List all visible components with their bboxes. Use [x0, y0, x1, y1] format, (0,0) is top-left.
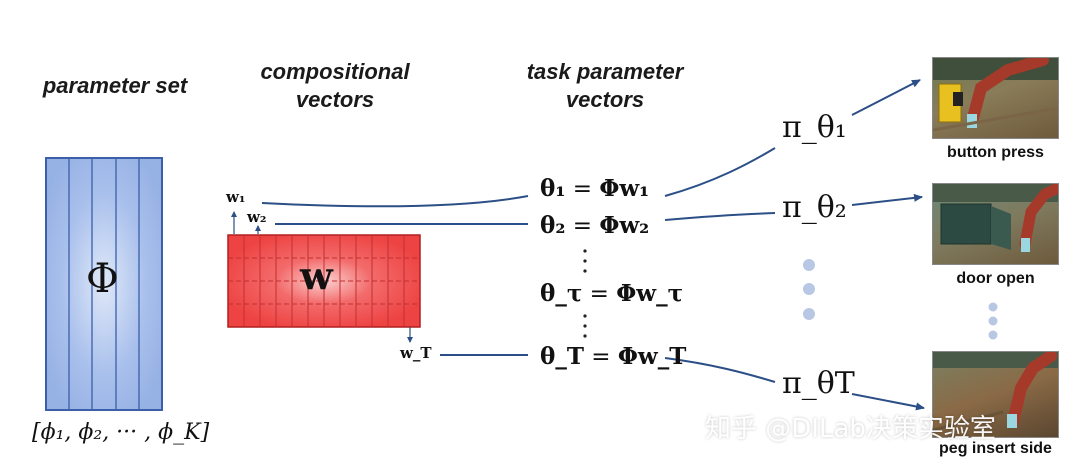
header-task-line1: task parameter [526, 59, 684, 84]
equals-sign: = [565, 213, 600, 239]
task-caption-button-press: button press [947, 144, 1044, 161]
policy-pi-theta2: π_θ₂ [782, 190, 847, 225]
w-symbol: w [300, 253, 333, 298]
w1-label: w₁ [226, 188, 246, 206]
phi-symbol: Φ [86, 256, 119, 302]
thetaT-rhs: Φw_T [617, 343, 687, 370]
equals-sign: = [582, 281, 617, 307]
policy-pi-theta1: π_θ₁ [782, 110, 847, 145]
w1-to-theta1-line [261, 195, 529, 208]
policy-ellipsis-dots [803, 259, 815, 320]
watermark-text: 知乎 @DILab决策实验室 [705, 414, 996, 444]
equation-theta-tau: θ_τ = Φw_τ [540, 280, 683, 307]
parameter-list: [ϕ₁, ϕ₂, ··· , ϕ_K] [32, 420, 210, 445]
header-comp-line1: compositional [260, 59, 410, 84]
task-image-door-open [932, 183, 1059, 265]
pi1-to-task1-arrow [851, 79, 921, 116]
wT-label: w_T [400, 344, 432, 362]
theta-tau-rhs: Φw_τ [616, 280, 684, 307]
equation-theta2: θ₂ = Φw₂ [540, 212, 649, 239]
w2-label: w₂ [247, 208, 267, 226]
header-compositional-vectors: compositional vectors [225, 58, 445, 114]
theta2-rhs: Φw₂ [599, 212, 650, 239]
equation-ellipsis-dots [583, 249, 587, 338]
task-image-button-press [932, 57, 1059, 139]
equals-sign: = [565, 176, 600, 202]
task-ellipsis-dots [988, 302, 998, 340]
theta1-rhs: Φw₁ [599, 175, 650, 202]
policy-pi-thetaT: π_θT [782, 366, 855, 401]
equation-theta1: θ₁ = Φw₁ [540, 175, 649, 202]
pi2-to-task2-arrow [851, 193, 923, 206]
header-task-parameter-vectors: task parameter vectors [490, 58, 720, 114]
header-parameter-set: parameter set [42, 73, 188, 98]
piT-to-task3-arrow [851, 393, 925, 411]
w-matrix [227, 234, 421, 328]
thetaT-to-piT-line [664, 357, 776, 383]
theta1-lhs: θ₁ [540, 175, 566, 202]
theta2-to-pi2-line [664, 212, 776, 221]
thetaT-lhs: θ_T [540, 343, 584, 370]
phi-matrix [45, 157, 163, 411]
theta-tau-lhs: θ_τ [540, 280, 583, 307]
task-caption-door-open: door open [956, 270, 1035, 287]
theta1-to-pi1-line [664, 147, 776, 197]
task-caption-peg-insert-side: peg insert side [939, 440, 1052, 457]
header-comp-line2: vectors [295, 87, 375, 112]
equals-sign: = [583, 344, 618, 370]
equation-thetaT: θ_T = Φw_T [540, 343, 686, 370]
header-task-line2: vectors [565, 87, 645, 112]
task-image-peg-insert-side [932, 351, 1059, 438]
theta2-lhs: θ₂ [540, 212, 566, 239]
